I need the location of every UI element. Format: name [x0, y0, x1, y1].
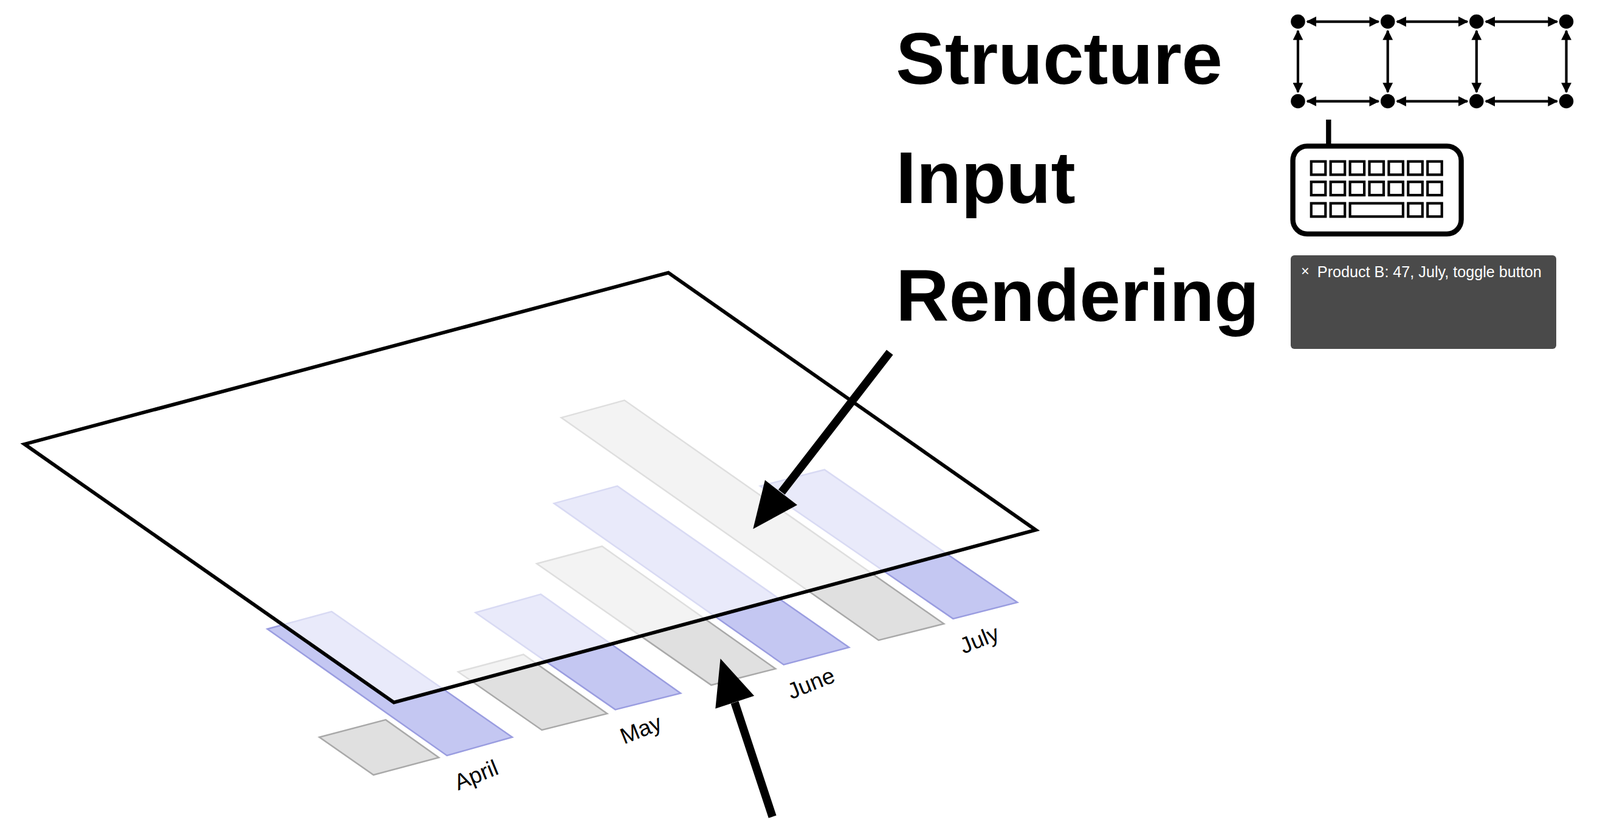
key: [1330, 181, 1346, 196]
key: [1427, 161, 1443, 176]
key: [1330, 161, 1346, 176]
key: [1311, 181, 1326, 196]
graph-dot: [1290, 14, 1306, 30]
double-arrow: [1397, 20, 1468, 23]
key: [1388, 161, 1404, 176]
key: [1330, 202, 1346, 217]
key: [1427, 202, 1443, 217]
close-icon: ×: [1301, 262, 1310, 280]
key: [1388, 181, 1404, 196]
graph-dot: [1380, 14, 1396, 30]
key: [1311, 161, 1326, 176]
overlay-plane: [24, 272, 1036, 703]
key: [1369, 161, 1384, 176]
graph-dot: [1559, 14, 1574, 30]
double-arrow: [1485, 99, 1558, 103]
key: [1407, 161, 1423, 176]
key: [1427, 181, 1443, 196]
key: [1350, 161, 1365, 176]
pointer-arrow: [715, 658, 773, 817]
key: [1407, 181, 1423, 196]
double-arrow: [1564, 30, 1568, 93]
double-arrow: [1397, 99, 1468, 103]
tooltip-text: Product B: 47, July, toggle button: [1317, 262, 1542, 281]
double-arrow: [1307, 20, 1379, 23]
double-arrow: [1485, 20, 1558, 23]
double-arrow: [1386, 30, 1390, 93]
section-heading: Input: [895, 141, 1075, 216]
graph-dot: [1290, 94, 1306, 109]
axis-label: July: [957, 621, 1003, 658]
section-heading: Structure: [895, 22, 1223, 97]
graph-dot: [1469, 14, 1484, 30]
graph-dot: [1380, 94, 1396, 109]
key: [1350, 181, 1365, 196]
key: [1369, 181, 1384, 196]
axis-label: May: [616, 710, 665, 748]
section-heading: Rendering: [895, 259, 1260, 334]
double-arrow: [1475, 30, 1478, 93]
key: [1311, 202, 1326, 217]
keyboard-icon: [1293, 119, 1462, 234]
axis-label: June: [784, 664, 838, 704]
pointer-arrow: [752, 352, 890, 530]
double-arrow: [1296, 30, 1300, 93]
axis-label: April: [451, 756, 502, 795]
graph-dot: [1559, 94, 1574, 109]
double-arrow: [1307, 99, 1379, 103]
tooltip-box: × Product B: 47, July, toggle button: [1290, 255, 1557, 349]
key: [1350, 202, 1404, 217]
structure-graph: [1290, 14, 1574, 109]
graph-dot: [1469, 94, 1484, 109]
key: [1407, 202, 1423, 217]
